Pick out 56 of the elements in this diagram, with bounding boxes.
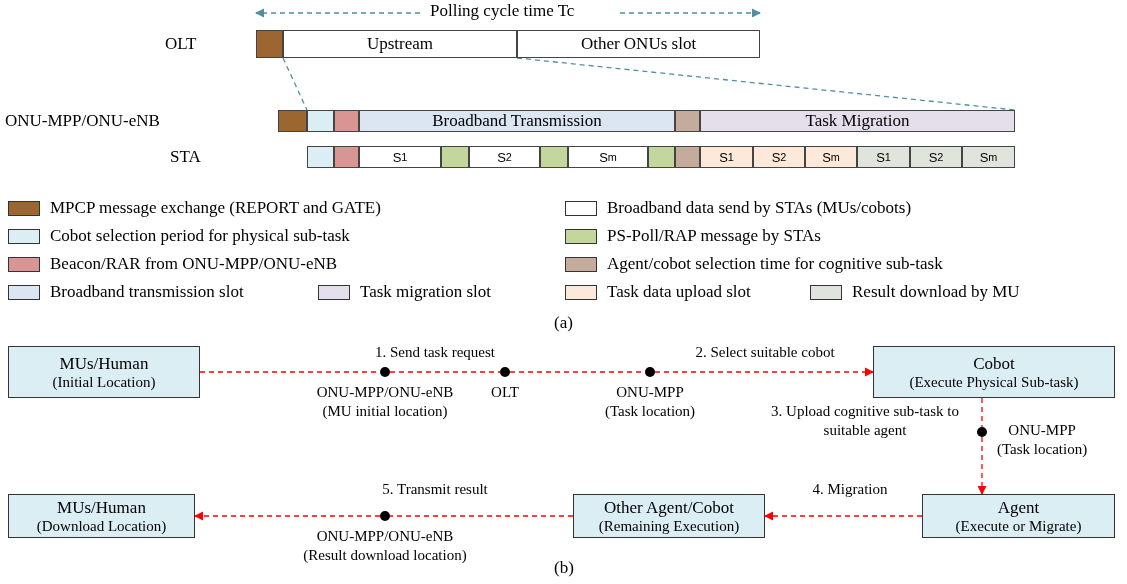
process-box bbox=[922, 494, 1115, 538]
slot-bar bbox=[278, 110, 307, 132]
legend-label: MPCP message exchange (REPORT and GATE) bbox=[50, 198, 381, 218]
legend-label: Cobot selection period for physical sub-task bbox=[50, 226, 350, 246]
process-box bbox=[573, 494, 765, 538]
process-box bbox=[8, 346, 200, 398]
panel-label: (a) bbox=[554, 313, 573, 333]
location-label: ONU-MPP (Task location) bbox=[997, 421, 1088, 459]
time-slot: Upstream bbox=[283, 30, 517, 58]
process-box bbox=[873, 346, 1115, 398]
row-label: OLT bbox=[165, 34, 197, 54]
label-text: Polling cycle time Tc bbox=[430, 1, 575, 21]
row-label: ONU-MPP/ONU-eNB bbox=[5, 111, 160, 131]
time-slot: Task Migration bbox=[700, 110, 1015, 132]
location-label: ONU-MPP (Task location) bbox=[604, 383, 696, 421]
box-subtitle: (Execute Physical Sub-task) bbox=[908, 372, 1080, 391]
legend-label: Result download by MU bbox=[852, 282, 1020, 302]
legend-label: Task migration slot bbox=[360, 282, 492, 302]
slot-bar bbox=[648, 146, 675, 168]
box-subtitle: (Remaining Execution) bbox=[597, 517, 741, 535]
arrow bbox=[194, 511, 381, 521]
arrow bbox=[977, 436, 987, 495]
legend-label: Beacon/RAR from ONU-MPP/ONU-eNB bbox=[50, 254, 338, 274]
box-title: MUs/Human bbox=[58, 353, 150, 373]
legend-label: Agent/cobot selection time for cognitive sub-task bbox=[607, 254, 943, 274]
legend-label: Broadband transmission slot bbox=[50, 282, 244, 302]
zoom-line bbox=[282, 57, 308, 111]
location-label: ONU-MPP/ONU-eNB (MU initial location) bbox=[316, 383, 454, 421]
time-slot: Other ONUs slot bbox=[517, 30, 760, 58]
box-title: Other Agent/Cobot bbox=[603, 497, 735, 517]
slot-bar bbox=[307, 110, 334, 132]
slot-bar bbox=[540, 146, 568, 168]
process-box bbox=[8, 494, 195, 538]
box-subtitle: (Download Location) bbox=[35, 516, 168, 535]
box-subtitle: (Execute or Migrate) bbox=[954, 517, 1083, 535]
slot-bar bbox=[334, 146, 359, 168]
legend-label: Task data upload slot bbox=[607, 282, 751, 302]
legend-label: PS-Poll/RAP message by STAs bbox=[607, 226, 821, 246]
arrow bbox=[764, 511, 923, 521]
box-title: Cobot bbox=[972, 353, 1016, 373]
time-slot: Broadband Transmission bbox=[359, 110, 675, 132]
panel-label: (b) bbox=[554, 558, 574, 578]
location-label: OLT bbox=[491, 383, 519, 402]
slot-bar bbox=[334, 110, 359, 132]
row-label: STA bbox=[170, 147, 201, 167]
box-subtitle: (Initial Location) bbox=[51, 372, 157, 391]
slot-bar bbox=[675, 146, 700, 168]
legend-label: Broadband data send by STAs (MUs/cobots) bbox=[607, 198, 912, 218]
slot-bar bbox=[675, 110, 700, 132]
location-label: ONU-MPP/ONU-eNB (Result download location) bbox=[303, 527, 467, 565]
slot-bar bbox=[307, 146, 334, 168]
box-title: Agent bbox=[996, 497, 1041, 517]
box-title: MUs/Human bbox=[56, 497, 147, 517]
slot-bar bbox=[441, 146, 469, 168]
arrow bbox=[654, 367, 874, 377]
slot-bar bbox=[256, 30, 283, 58]
